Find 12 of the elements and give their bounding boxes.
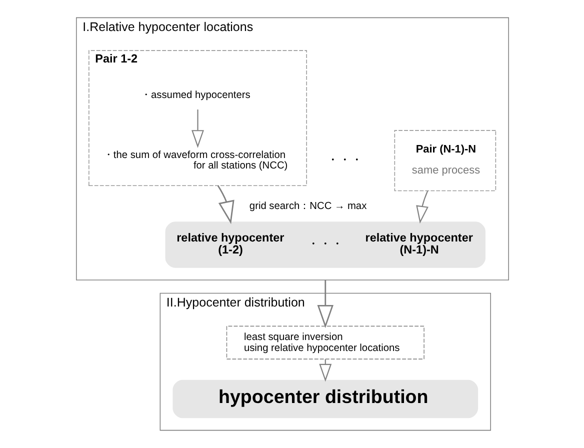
node-text: ・the sum of waveform cross-correlation for all stations (NCC) <box>102 150 288 172</box>
node-box: Pair (N-1)-N same process <box>394 130 496 192</box>
arrow <box>316 280 333 328</box>
node-box: hypocenter distribution <box>172 380 478 418</box>
edge-label: grid search：NCC → max <box>248 201 366 212</box>
label: ・・・ <box>326 153 362 166</box>
arrow <box>216 185 234 224</box>
node-box: relative hypocenter (1-2) ・・・ relative hypocenter (N-1)-N <box>164 222 485 268</box>
node-text: ・assumed hypocenters <box>140 90 250 101</box>
arrow <box>191 110 204 148</box>
node-box: least square inversion using relative hypocenter locations <box>226 326 424 360</box>
arrow <box>416 190 428 224</box>
